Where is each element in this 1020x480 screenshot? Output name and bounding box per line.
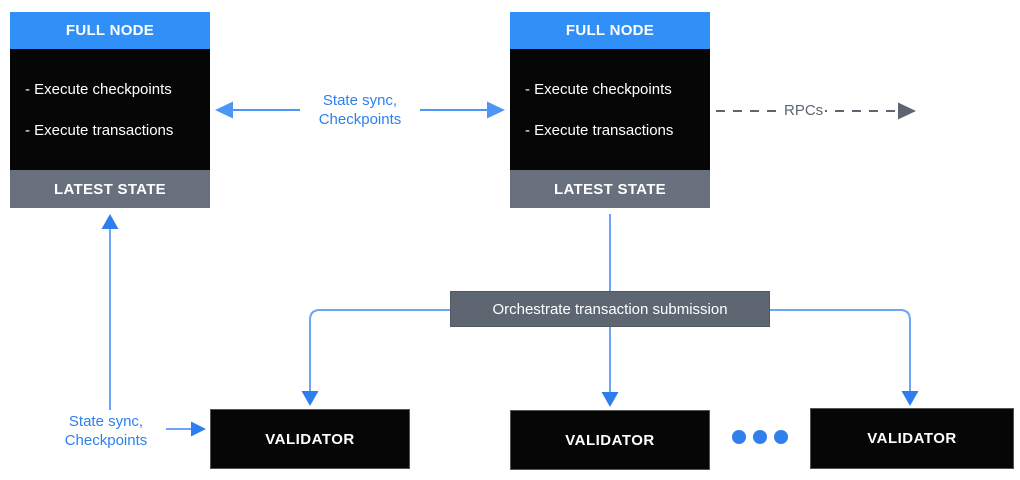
arrowhead-down-left: [301, 391, 319, 406]
validator-box-2: VALIDATOR: [510, 410, 710, 470]
arrowhead-right-small: [191, 421, 206, 437]
full-node-2-body: - Execute checkpoints - Execute transact…: [510, 49, 710, 170]
arrowhead-down-middle: [601, 392, 619, 407]
validator-3-label: VALIDATOR: [867, 430, 957, 447]
ellipsis-dot: [753, 430, 767, 444]
state-sync-label-bottom-line1: State sync,: [68, 413, 144, 430]
full-node-2: FULL NODE - Execute checkpoints - Execut…: [510, 12, 710, 208]
arrowhead-left: [215, 101, 233, 119]
state-sync-label-top-line2: Checkpoints: [318, 111, 402, 128]
full-node-2-latest-state: LATEST STATE: [510, 170, 710, 208]
arrowhead-rpcs: [898, 102, 916, 120]
full-node-2-item-2: - Execute transactions: [525, 121, 674, 139]
state-sync-label-top: State sync, Checkpoints: [300, 91, 420, 129]
validator-box-3: VALIDATOR: [810, 408, 1014, 469]
validator-box-1: VALIDATOR: [210, 409, 410, 469]
arrowhead-down-right: [901, 391, 919, 406]
arrowhead-right: [487, 101, 505, 119]
rpcs-label: RPCs: [782, 102, 826, 119]
ellipsis-dots: [732, 430, 788, 444]
orchestrate-box: Orchestrate transaction submission: [450, 291, 770, 327]
orchestrate-label: Orchestrate transaction submission: [492, 300, 728, 318]
validator-2-label: VALIDATOR: [565, 431, 655, 449]
full-node-1-body: - Execute checkpoints - Execute transact…: [10, 49, 210, 170]
full-node-1-item-2: - Execute transactions: [25, 121, 174, 139]
connector-orchestrate-to-validator3: [770, 309, 919, 406]
full-node-1: FULL NODE - Execute checkpoints - Execut…: [10, 12, 210, 208]
full-node-1-item-1: - Execute checkpoints: [25, 80, 172, 98]
full-node-1-title: FULL NODE: [10, 12, 210, 49]
ellipsis-dot: [774, 430, 788, 444]
state-sync-label-top-line1: State sync,: [322, 92, 398, 109]
full-node-1-latest-state: LATEST STATE: [10, 170, 210, 208]
ellipsis-dot: [732, 430, 746, 444]
connector-orchestrate-to-validator1: [301, 309, 450, 406]
arrowhead-up: [101, 214, 119, 229]
connector-label-to-validator1: [166, 421, 206, 437]
state-sync-label-bottom-line2: Checkpoints: [64, 432, 148, 449]
validator-1-label: VALIDATOR: [265, 430, 355, 448]
connector-validator1-to-fullnode1: [101, 214, 119, 410]
full-node-2-title: FULL NODE: [510, 12, 710, 49]
state-sync-label-bottom: State sync, Checkpoints: [48, 412, 164, 450]
full-node-2-item-1: - Execute checkpoints: [525, 80, 672, 98]
